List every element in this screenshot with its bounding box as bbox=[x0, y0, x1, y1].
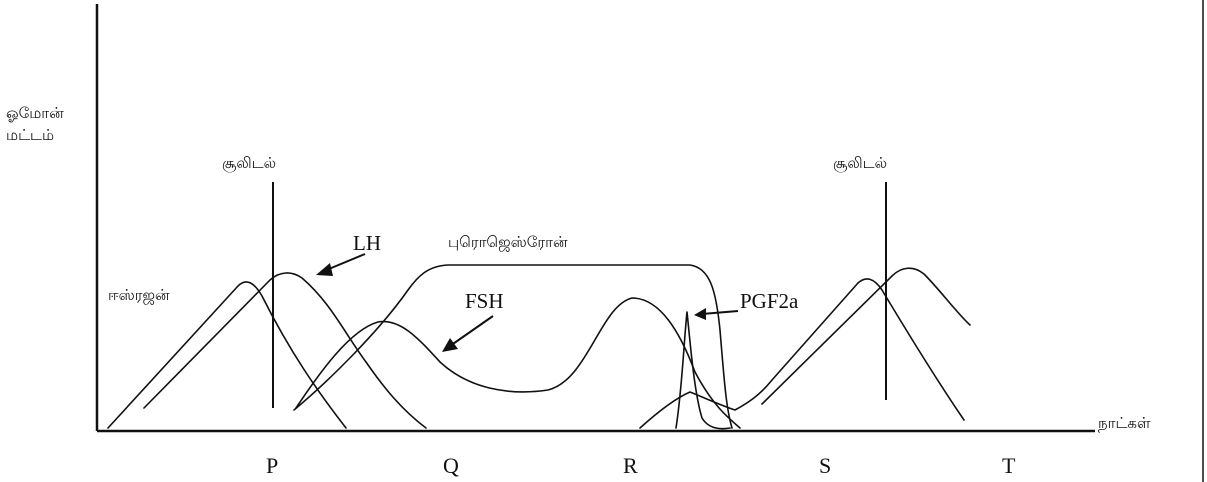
x-tick-s: S bbox=[819, 453, 831, 478]
lh-label: LH bbox=[353, 231, 381, 255]
pgf2a-arrow-line bbox=[701, 310, 739, 315]
estrogen-curve-2 bbox=[639, 278, 965, 429]
x-tick-r: R bbox=[623, 453, 638, 478]
pgf2a-arrow-head bbox=[694, 308, 706, 320]
fsh-curve bbox=[295, 297, 741, 429]
estrogen-label: ஈஸ்ரஜன் bbox=[108, 286, 170, 305]
fsh-arrow-line bbox=[449, 315, 494, 347]
x-tick-q: Q bbox=[443, 453, 459, 478]
ovulation-label-1: சூலிடல் bbox=[222, 154, 276, 173]
x-tick-t: T bbox=[1002, 453, 1016, 478]
lh-curve-1 bbox=[143, 272, 427, 429]
x-tick-p: P bbox=[266, 453, 278, 478]
progesterone-curve bbox=[293, 264, 733, 429]
y-axis-label-line1: ஓமோன் bbox=[6, 104, 64, 122]
ovulation-label-2: சூலிடல் bbox=[833, 154, 887, 173]
estrogen-curve-1 bbox=[107, 281, 347, 429]
y-axis-label-line2: மட்டம் bbox=[6, 126, 54, 144]
x-axis-label: நாட்கள் bbox=[1098, 414, 1151, 432]
fsh-arrow-head bbox=[442, 338, 458, 352]
progesterone-label: புரொஜெஸ்ரோன் bbox=[448, 233, 568, 252]
lh-curve-2 bbox=[761, 267, 971, 405]
pgf2a-label: PGF2a bbox=[740, 289, 799, 313]
pgf2a-curve bbox=[675, 311, 731, 430]
fsh-label: FSH bbox=[465, 289, 504, 313]
lh-arrow-head bbox=[316, 263, 333, 276]
